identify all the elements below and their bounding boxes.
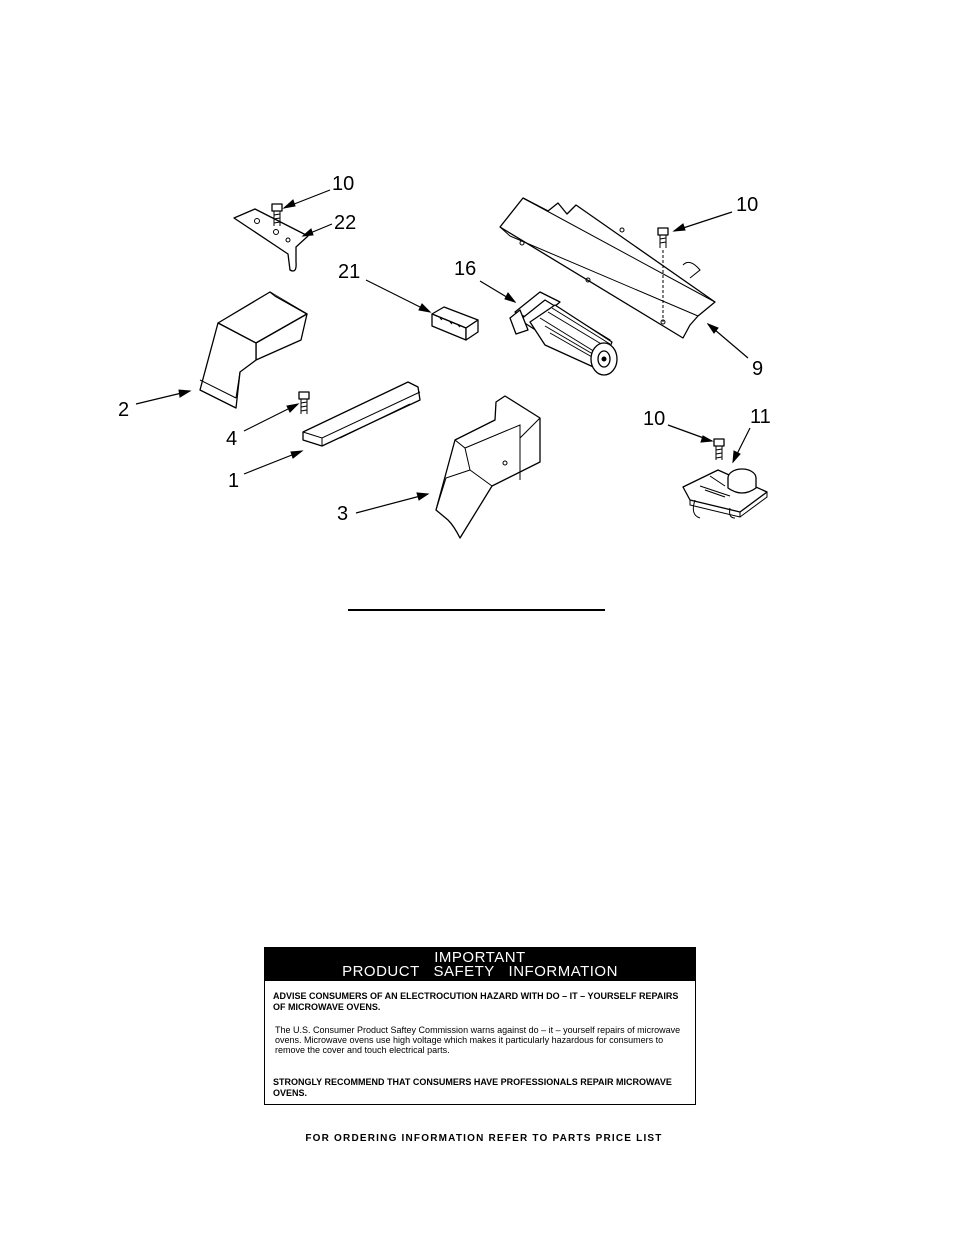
callout-2: 2 xyxy=(118,399,129,421)
part-3-heat-shield xyxy=(435,395,541,539)
ordering-info: FOR ORDERING INFORMATION REFER TO PARTS … xyxy=(305,1133,663,1144)
part-11-thermostat xyxy=(682,468,768,519)
leader-lines xyxy=(135,189,751,514)
safety-commission-text: The U.S. Consumer Product Saftey Commiss… xyxy=(275,1025,681,1055)
safety-header: IMPORTANT PRODUCT SAFETY INFORMATION xyxy=(265,948,695,981)
callout-10-top: 10 xyxy=(332,173,354,195)
part-1-rail xyxy=(302,381,421,447)
callout-9: 9 xyxy=(752,358,763,380)
part-2-duct xyxy=(199,291,308,409)
safety-title-line1: IMPORTANT xyxy=(434,949,526,966)
part-4-screw xyxy=(298,391,310,414)
part-10-screw-right xyxy=(657,227,669,322)
callout-10-bottom: 10 xyxy=(643,408,665,430)
callout-21: 21 xyxy=(338,261,360,283)
safety-information-box: IMPORTANT PRODUCT SAFETY INFORMATION ADV… xyxy=(264,947,696,1105)
safety-title-line2: PRODUCT SAFETY INFORMATION xyxy=(342,963,618,980)
part-10-screw-bottom xyxy=(713,438,725,460)
safety-warning: ADVISE CONSUMERS OF AN ELECTROCUTION HAZ… xyxy=(273,991,679,1012)
part-16-blower-fan xyxy=(509,291,618,376)
callout-22: 22 xyxy=(334,212,356,234)
exploded-parts-diagram: 10 22 10 21 16 9 2 4 1 3 10 11 xyxy=(118,173,771,539)
safety-recommendation: STRONGLY RECOMMEND THAT CONSUMERS HAVE P… xyxy=(273,1077,672,1098)
part-10-screw-top xyxy=(271,203,283,226)
part-22-bracket xyxy=(233,208,309,272)
callout-1: 1 xyxy=(228,470,239,492)
divider-rule xyxy=(348,609,605,611)
callout-16: 16 xyxy=(454,258,476,280)
callout-10-right: 10 xyxy=(736,194,758,216)
callout-4: 4 xyxy=(226,428,237,450)
callout-11: 11 xyxy=(750,406,771,428)
callout-3: 3 xyxy=(337,503,348,525)
part-21-block xyxy=(431,306,479,341)
part-9-channel xyxy=(499,197,716,339)
